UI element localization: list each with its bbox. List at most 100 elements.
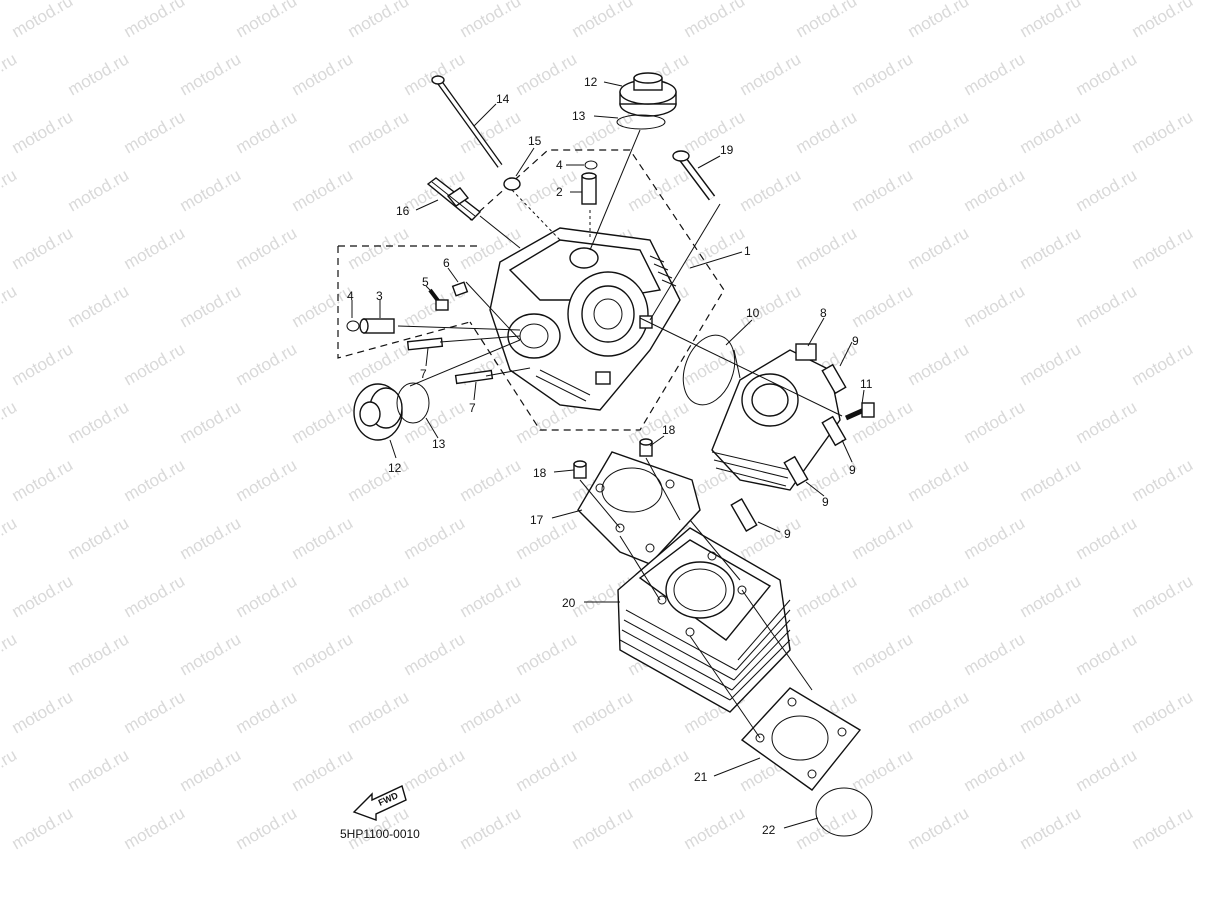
watermark-text: motod.ru xyxy=(569,0,637,41)
o-ring-left xyxy=(396,382,430,424)
watermark-text: motod.ru xyxy=(121,571,189,621)
stud-short-upper xyxy=(406,337,444,351)
callout-11: 11 xyxy=(860,377,873,391)
watermark-text: motod.ru xyxy=(1129,107,1197,157)
watermark-text: motod.ru xyxy=(345,107,413,157)
watermark-text: motod.ru xyxy=(9,0,77,41)
watermark-text: motod.ru xyxy=(905,687,973,737)
watermark-text: motod.ru xyxy=(961,281,1029,331)
watermark-text: motod.ru xyxy=(1129,0,1197,41)
damper-3 xyxy=(783,455,809,487)
watermark-text: motod.ru xyxy=(625,165,693,215)
washer xyxy=(503,177,521,191)
watermark-text: motod.ru xyxy=(569,803,637,853)
callout-13-top: 13 xyxy=(572,109,586,123)
callout-22: 22 xyxy=(762,823,776,837)
watermark-text: motod.ru xyxy=(65,165,133,215)
watermark-text: motod.ru xyxy=(121,455,189,505)
nut-small xyxy=(451,281,469,297)
o-ring-bottom xyxy=(815,787,873,837)
watermark-text: motod.ru xyxy=(849,629,917,679)
watermark-text: motod.ru xyxy=(1017,455,1085,505)
circlip-top xyxy=(584,160,598,170)
watermark-text: motod.ru xyxy=(961,49,1029,99)
watermark-text: motod.ru xyxy=(1017,571,1085,621)
watermark-text: motod.ru xyxy=(1017,803,1085,853)
watermark-text: motod.ru xyxy=(457,803,525,853)
watermark-text: motod.ru xyxy=(9,223,77,273)
watermark-text: motod.ru xyxy=(625,745,693,795)
watermark-text: motod.ru xyxy=(177,165,245,215)
head-gasket xyxy=(577,451,701,565)
watermark-text: motod.ru xyxy=(0,49,20,99)
callout-12-left: 12 xyxy=(388,461,402,475)
watermark-text: motod.ru xyxy=(1073,165,1141,215)
base-gasket xyxy=(740,687,862,791)
watermark-text: motod.ru xyxy=(569,687,637,737)
watermark-text: motod.ru xyxy=(905,107,973,157)
watermark-text: motod.ru xyxy=(345,687,413,737)
watermark-text: motod.ru xyxy=(1017,107,1085,157)
watermark-text: motod.ru xyxy=(513,745,581,795)
callout-12-top: 12 xyxy=(584,75,598,89)
valve-cover-top xyxy=(619,72,677,117)
watermark-text: motod.ru xyxy=(289,745,357,795)
watermark-text: motod.ru xyxy=(1129,571,1197,621)
watermark-text: motod.ru xyxy=(961,397,1029,447)
watermark-text: motod.ru xyxy=(905,223,973,273)
o-ring-top xyxy=(616,114,666,130)
watermark-text: motod.ru xyxy=(905,571,973,621)
watermark-text: motod.ru xyxy=(849,513,917,563)
watermark-text: motod.ru xyxy=(513,513,581,563)
callout-19: 19 xyxy=(720,143,734,157)
watermark-text: motod.ru xyxy=(961,745,1029,795)
watermark-text: motod.ru xyxy=(849,745,917,795)
watermark-text: motod.ru xyxy=(737,49,805,99)
valve-guide-top xyxy=(581,172,597,205)
callout-7-upper: 7 xyxy=(420,367,427,381)
callout-15: 15 xyxy=(528,134,542,148)
bolt-small xyxy=(428,288,449,311)
callout-6: 6 xyxy=(443,256,450,270)
watermark-text: motod.ru xyxy=(9,455,77,505)
watermark-text: motod.ru xyxy=(1073,397,1141,447)
callout-3: 3 xyxy=(376,289,383,303)
watermark-text: motod.ru xyxy=(905,339,973,389)
watermark-text: motod.ru xyxy=(1129,223,1197,273)
watermark-text: motod.ru xyxy=(121,339,189,389)
watermark-text: motod.ru xyxy=(849,49,917,99)
callout-9-b: 9 xyxy=(849,463,856,477)
watermark-text: motod.ru xyxy=(0,745,20,795)
callout-9-d: 9 xyxy=(784,527,791,541)
damper-4 xyxy=(730,498,758,532)
watermark-text: motod.ru xyxy=(0,281,20,331)
watermark-text: motod.ru xyxy=(177,397,245,447)
watermark-text: motod.ru xyxy=(793,571,861,621)
callout-labels: 1 2 3 4 4 5 6 7 7 8 9 9 9 9 10 11 12 12 … xyxy=(347,75,873,837)
watermark-text: motod.ru xyxy=(905,455,973,505)
watermark-text: motod.ru xyxy=(1017,0,1085,41)
damper-2 xyxy=(821,415,847,447)
watermark-text: motod.ru xyxy=(9,687,77,737)
watermark-text: motod.ru xyxy=(289,629,357,679)
watermark-text: motod.ru xyxy=(65,629,133,679)
watermark-text: motod.ru xyxy=(233,0,301,41)
watermark-text: motod.ru xyxy=(345,223,413,273)
watermark-text: motod.ru xyxy=(9,803,77,853)
watermark-text: motod.ru xyxy=(793,107,861,157)
watermark-text: motod.ru xyxy=(1073,513,1141,563)
watermark-text: motod.ru xyxy=(121,223,189,273)
watermark-text: motod.ru xyxy=(289,513,357,563)
watermark-text: motod.ru xyxy=(121,687,189,737)
circlip-left xyxy=(346,320,360,332)
watermark-text: motod.ru xyxy=(65,397,133,447)
dowel-pin-left xyxy=(573,460,587,479)
watermark-text: motod.ru xyxy=(121,0,189,41)
watermark-text: motod.ru xyxy=(1017,687,1085,737)
watermark-text: motod.ru xyxy=(905,0,973,41)
watermark-text: motod.ru xyxy=(401,629,469,679)
callout-18-left: 18 xyxy=(533,466,547,480)
valve-cover-left xyxy=(353,383,403,441)
watermark-text: motod.ru xyxy=(849,397,917,447)
watermark-text: motod.ru xyxy=(233,339,301,389)
